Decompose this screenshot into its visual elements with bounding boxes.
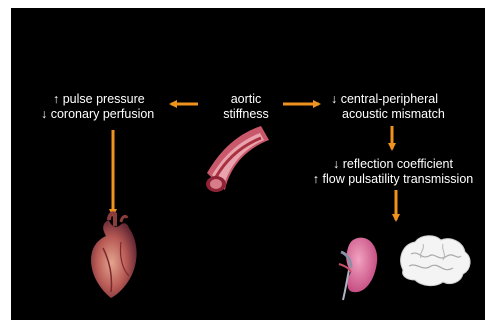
heart-illustration bbox=[91, 213, 137, 298]
diagram-slide: aortic stiffness ↑ pulse pressure ↓ coro… bbox=[11, 8, 485, 320]
kidney-illustration bbox=[339, 238, 377, 300]
brain-illustration bbox=[401, 236, 470, 286]
diagram-graphics bbox=[11, 8, 485, 320]
aorta-segment-illustration bbox=[206, 126, 269, 192]
